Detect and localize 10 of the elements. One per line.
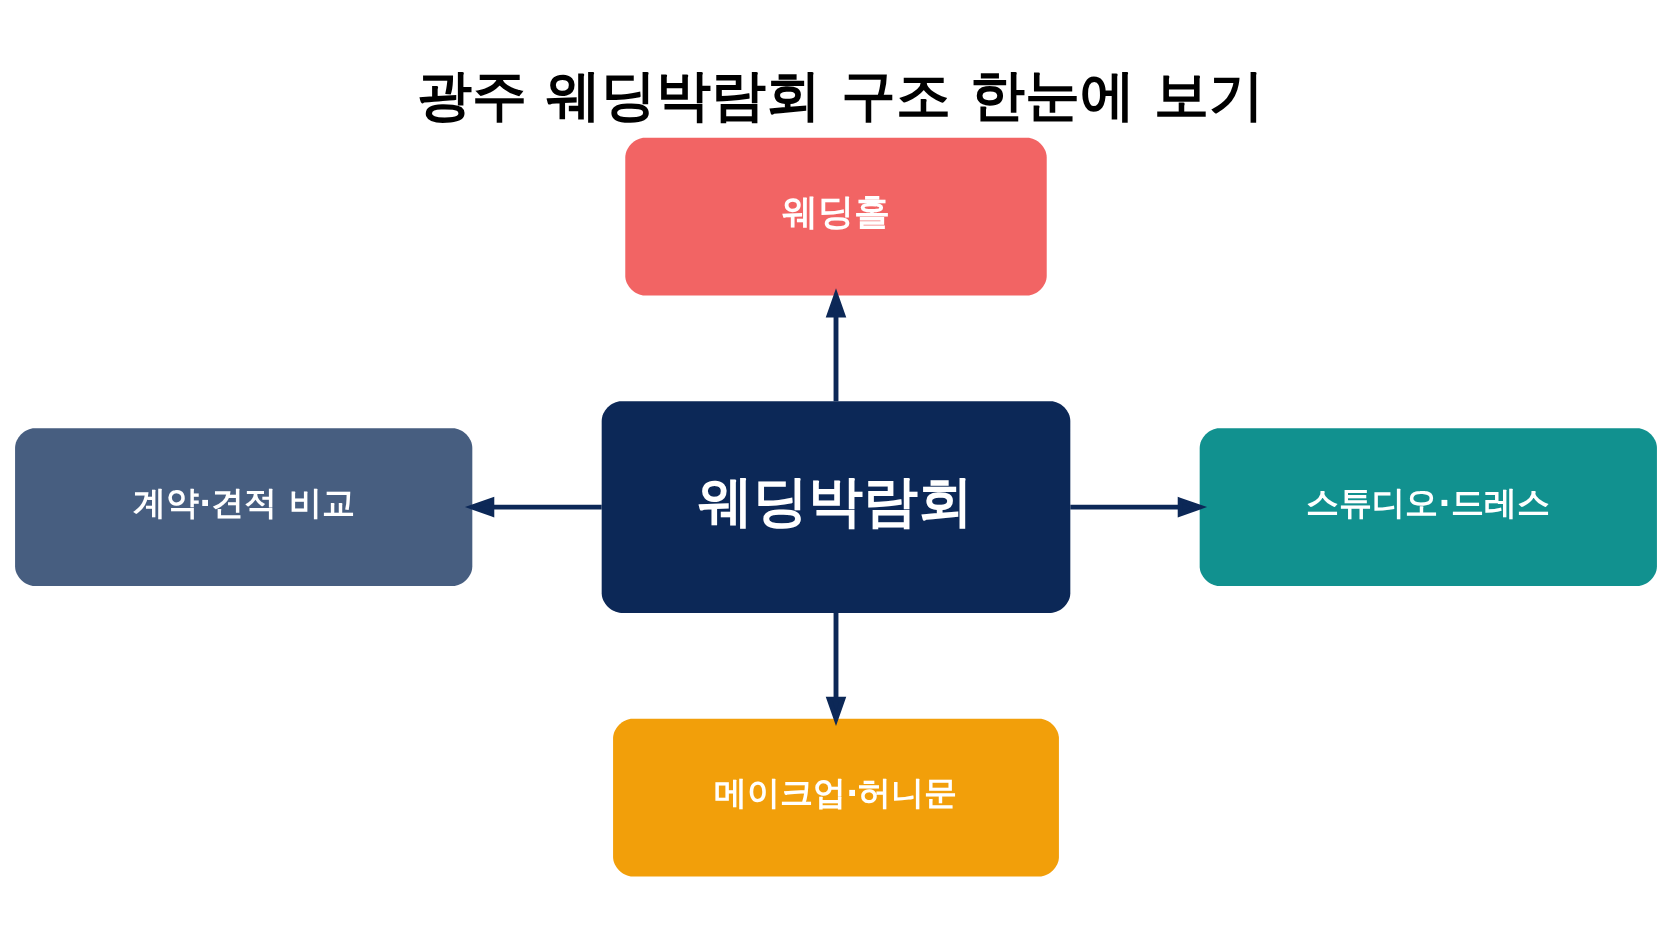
node-box: 스튜디오·드레스 <box>1199 428 1657 587</box>
arrow <box>464 496 602 518</box>
arrow <box>825 288 847 402</box>
diagram-title: 광주 웨딩박람회 구조 한눈에 보기 <box>416 62 1265 127</box>
node-box: 메이크업·허니문 <box>613 718 1059 877</box>
node-box: 계약·견적 비교 <box>15 428 473 587</box>
node-box: 웨딩홀 <box>625 137 1047 296</box>
node-box: 웨딩박람회 <box>601 401 1071 613</box>
arrow <box>1070 496 1208 518</box>
arrow <box>825 612 847 727</box>
